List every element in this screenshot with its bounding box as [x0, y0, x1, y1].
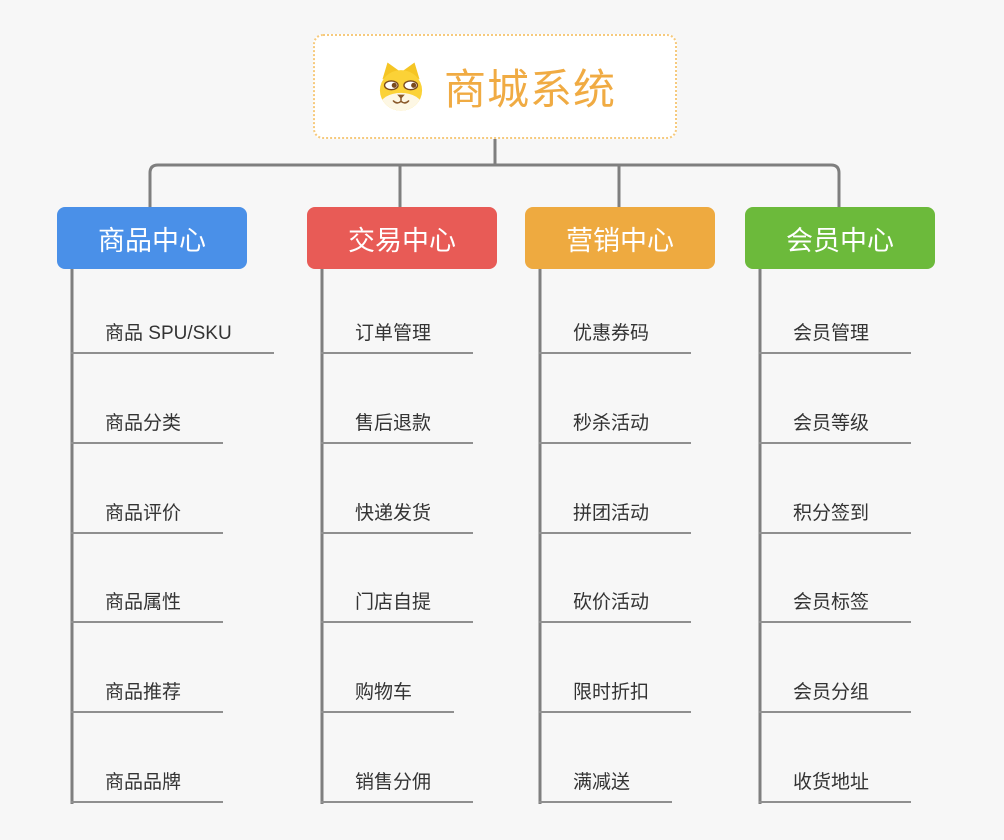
branch-node-member-center[interactable]: 会员中心 [745, 207, 935, 269]
leaf-node[interactable]: 订单管理 [321, 323, 474, 354]
leaf-node[interactable]: 快递发货 [321, 503, 474, 534]
leaf-node[interactable]: 限时折扣 [539, 682, 692, 713]
leaf-node[interactable]: 商品分类 [71, 413, 224, 444]
leaf-node[interactable]: 会员等级 [759, 413, 912, 444]
leaf-node[interactable]: 商品属性 [71, 592, 224, 623]
leaf-node[interactable]: 优惠券码 [539, 323, 692, 354]
branch-node-product-center[interactable]: 商品中心 [57, 207, 247, 269]
leaf-node[interactable]: 会员管理 [759, 323, 912, 354]
leaf-node[interactable]: 满减送 [539, 772, 673, 803]
leaf-node[interactable]: 购物车 [321, 682, 455, 713]
branch-node-marketing-center[interactable]: 营销中心 [525, 207, 715, 269]
root-node[interactable]: 商城系统 [313, 34, 677, 139]
leaf-node[interactable]: 商品 SPU/SKU [71, 323, 274, 354]
leaf-node[interactable]: 商品推荐 [71, 682, 224, 713]
leaf-node[interactable]: 砍价活动 [539, 592, 692, 623]
leaf-node[interactable]: 门店自提 [321, 592, 474, 623]
dog-face-icon [379, 62, 423, 111]
leaf-node[interactable]: 商品评价 [71, 503, 224, 534]
leaf-node[interactable]: 销售分佣 [321, 772, 474, 803]
leaf-node[interactable]: 秒杀活动 [539, 413, 692, 444]
leaf-node[interactable]: 收货地址 [759, 772, 912, 803]
leaf-node[interactable]: 售后退款 [321, 413, 474, 444]
leaf-node[interactable]: 会员分组 [759, 682, 912, 713]
leaf-node[interactable]: 商品品牌 [71, 772, 224, 803]
leaf-node[interactable]: 会员标签 [759, 592, 912, 623]
branch-node-trade-center[interactable]: 交易中心 [307, 207, 497, 269]
leaf-node[interactable]: 积分签到 [759, 503, 912, 534]
leaf-node[interactable]: 拼团活动 [539, 503, 692, 534]
root-title: 商城系统 [443, 66, 616, 113]
